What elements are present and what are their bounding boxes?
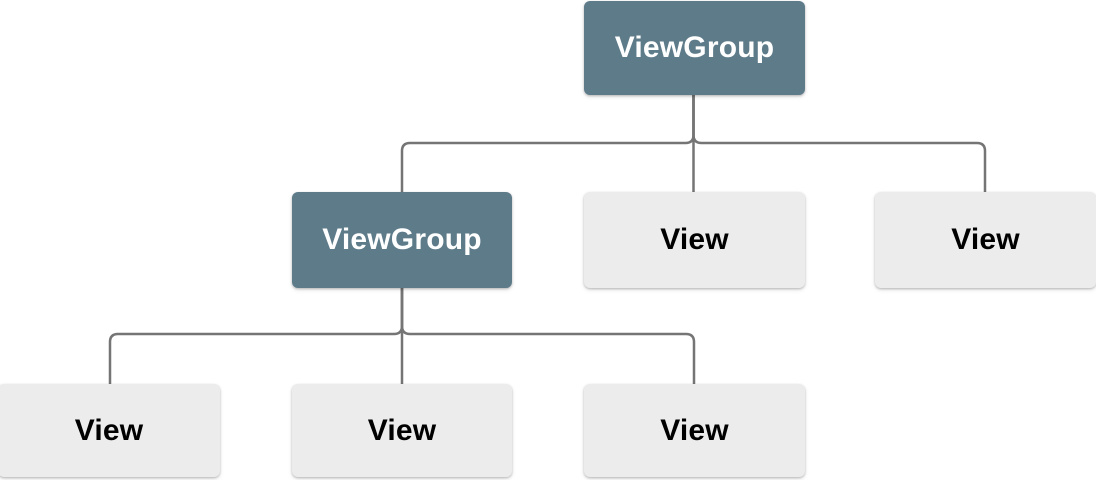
edge-viewgroup-to-grandchild-view-3 — [400, 288, 696, 384]
edge-root-to-child-viewgroup — [400, 95, 695, 192]
node-viewgroup-child: ViewGroup — [292, 192, 512, 288]
node-label: View — [660, 413, 729, 447]
node-label: View — [660, 223, 729, 256]
node-view-grandchild-3: View — [584, 384, 805, 477]
edge-viewgroup-to-grandchild-view-1 — [108, 288, 404, 384]
node-label: View — [367, 413, 437, 447]
node-viewgroup-root: ViewGroup — [584, 1, 805, 95]
edge-root-to-child-view-2 — [692, 95, 987, 192]
node-view-child-2: View — [875, 192, 1096, 288]
node-label: ViewGroup — [322, 223, 482, 256]
node-label: View — [74, 413, 144, 447]
node-label: View — [951, 223, 1020, 256]
node-view-grandchild-2: View — [292, 384, 512, 477]
node-label: ViewGroup — [614, 31, 775, 64]
node-view-child-1: View — [584, 192, 805, 288]
node-view-grandchild-1: View — [0, 384, 220, 477]
